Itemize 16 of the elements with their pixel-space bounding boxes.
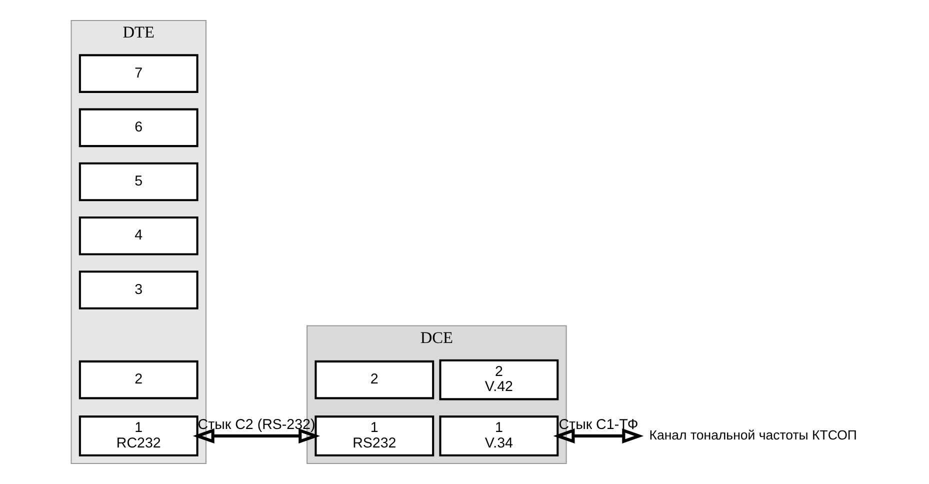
node-box: 5 [78,162,198,202]
node-box: 2 [78,360,198,400]
node-box: 3 [78,270,198,310]
edge-label: Стык С2 (RS-232) [197,417,315,433]
node-box: 1 V.34 [438,416,558,456]
node-box: 7 [78,54,198,93]
node-box: 4 [78,216,198,256]
node-box: 1 RC232 [78,416,198,456]
arrow [552,428,644,444]
node-text: Канал тональной частоты КТСОП [648,427,856,442]
edge-label: Стык С1-ТФ [558,417,638,433]
arrow [192,428,320,444]
node-box: 1 RS232 [314,416,434,456]
node-box: 2 [314,360,434,400]
node-box: 6 [78,108,198,148]
node-box: 2 V.42 [438,359,558,400]
